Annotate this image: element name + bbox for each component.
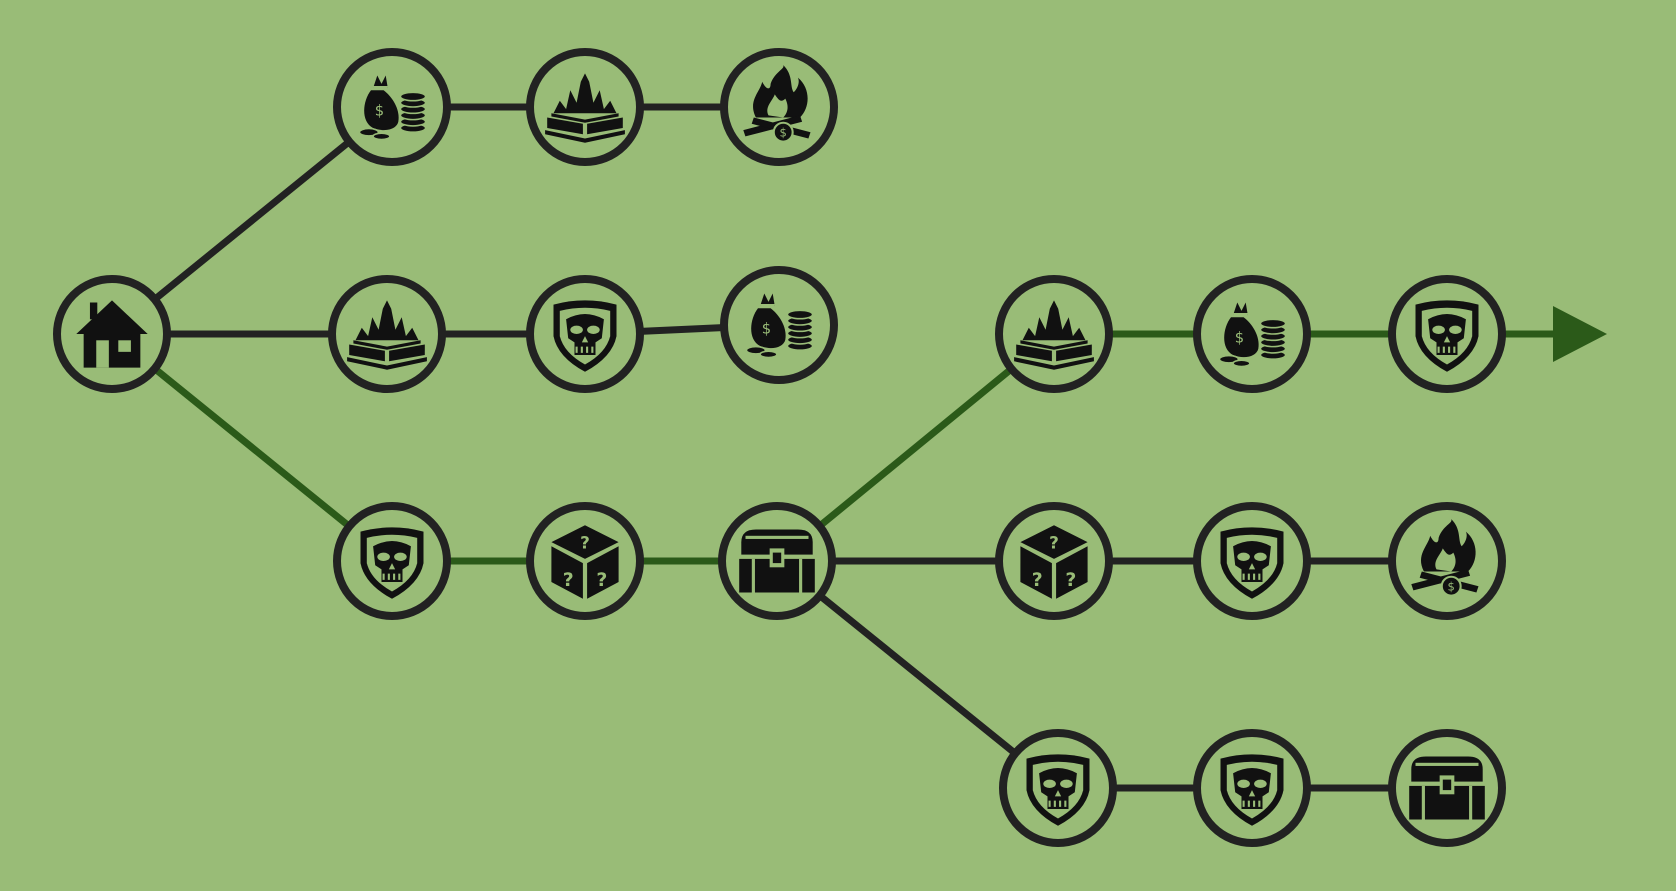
map-node-d2[interactable] <box>1193 275 1311 393</box>
edges-layer <box>109 103 1447 792</box>
map-node-b3[interactable] <box>720 266 838 384</box>
map-node-c2[interactable] <box>526 502 644 620</box>
nodes-layer <box>53 48 1506 847</box>
map-node-d3[interactable] <box>1388 275 1506 393</box>
map-node-a3[interactable] <box>720 48 838 166</box>
edge-c3-f1 <box>774 558 1061 791</box>
treasure-chest-icon <box>1407 756 1487 820</box>
node-ring <box>995 502 1113 620</box>
path-edge-home-c1 <box>109 331 395 564</box>
map-node-e3[interactable] <box>1388 502 1506 620</box>
node-ring <box>526 502 644 620</box>
map-node-d1[interactable] <box>995 275 1113 393</box>
map-node-a2[interactable] <box>526 48 644 166</box>
map-node-f2[interactable] <box>1193 729 1311 847</box>
edge-home-a1 <box>109 104 395 337</box>
map-node-home[interactable] <box>53 275 171 393</box>
path-edge-c3-d1 <box>774 331 1057 564</box>
map-node-c3[interactable] <box>718 502 836 620</box>
map-node-e2[interactable] <box>1193 502 1311 620</box>
map-node-f3[interactable] <box>1388 729 1506 847</box>
map-node-a1[interactable] <box>333 48 451 166</box>
map-node-e1[interactable] <box>995 502 1113 620</box>
map-node-b1[interactable] <box>328 275 446 393</box>
treasure-chest-icon <box>737 529 817 593</box>
map-node-c1[interactable] <box>333 502 451 620</box>
exit-arrow-head[interactable] <box>1553 306 1607 362</box>
map-node-f1[interactable] <box>999 729 1117 847</box>
map-node-b2[interactable] <box>526 275 644 393</box>
